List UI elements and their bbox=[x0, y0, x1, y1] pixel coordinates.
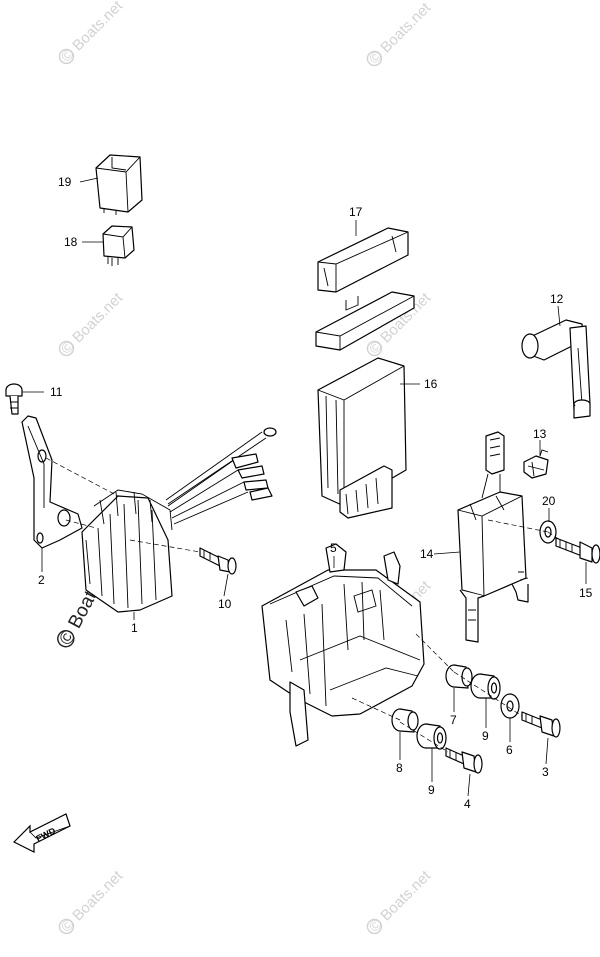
callout-18: 18 bbox=[64, 235, 78, 249]
part-15-bolt bbox=[555, 537, 600, 564]
part-2-bracket bbox=[21, 415, 83, 549]
leader-lines bbox=[22, 177, 587, 797]
alignment-lines bbox=[45, 457, 561, 753]
fwd-arrow: FWD bbox=[12, 813, 71, 853]
callout-1: 1 bbox=[131, 621, 138, 635]
callout-16: 16 bbox=[424, 377, 438, 391]
callout-2: 2 bbox=[38, 573, 45, 587]
part-5-tray bbox=[261, 543, 425, 747]
part-11-bolt bbox=[5, 383, 23, 415]
callout-10: 10 bbox=[218, 597, 232, 611]
part-8-grommet bbox=[391, 708, 419, 733]
callout-9-upper: 9 bbox=[482, 729, 489, 743]
part-7-grommet bbox=[445, 664, 473, 689]
part-12-plug-cap bbox=[521, 319, 591, 419]
part-16-ecm bbox=[317, 357, 407, 519]
watermark-bottom-right: © Boats.net bbox=[366, 867, 435, 936]
watermark-top-right: © Boats.net bbox=[366, 0, 435, 68]
part-6-washer bbox=[500, 693, 520, 719]
part-13-clamp bbox=[523, 449, 549, 479]
part-1-rectifier bbox=[81, 427, 277, 613]
watermark-mid-left: © Boats.net bbox=[58, 289, 127, 358]
callout-9-lower: 9 bbox=[428, 783, 435, 797]
callout-7: 7 bbox=[450, 713, 457, 727]
callout-17: 17 bbox=[349, 205, 363, 219]
part-9-collar-lower bbox=[416, 723, 447, 750]
callout-20: 20 bbox=[542, 494, 556, 508]
callout-4: 4 bbox=[464, 797, 471, 811]
callout-19: 19 bbox=[58, 175, 72, 189]
callout-5: 5 bbox=[330, 541, 337, 555]
part-4-bolt bbox=[445, 747, 483, 774]
watermark-top-left: © Boats.net bbox=[58, 0, 127, 66]
callout-labels: 19 18 17 12 16 11 13 20 14 15 5 10 1 2 7… bbox=[38, 175, 593, 811]
callout-6: 6 bbox=[506, 743, 513, 757]
watermark-text: Boats.net bbox=[377, 867, 434, 924]
watermark-bottom-left: © Boats.net bbox=[58, 867, 127, 936]
part-17-cover bbox=[315, 227, 415, 351]
watermark-text: Boats.net bbox=[69, 0, 126, 54]
callout-12: 12 bbox=[550, 292, 564, 306]
part-10-bolt bbox=[199, 547, 237, 575]
watermark-text: Boats.net bbox=[69, 867, 126, 924]
part-19-relay bbox=[95, 154, 143, 215]
watermark-text: Boats.net bbox=[69, 289, 126, 346]
watermark-symbol: © bbox=[56, 627, 81, 649]
part-14-ignition-coil bbox=[457, 431, 529, 643]
part-20-washer bbox=[539, 520, 557, 544]
part-18-relay-small bbox=[102, 225, 135, 266]
callout-15: 15 bbox=[579, 586, 593, 600]
callout-3: 3 bbox=[542, 765, 549, 779]
callout-13: 13 bbox=[533, 427, 547, 441]
part-3-bolt bbox=[521, 711, 561, 738]
watermark-text: Boats.net bbox=[377, 0, 434, 56]
callout-11: 11 bbox=[50, 385, 63, 399]
callout-8: 8 bbox=[396, 761, 403, 775]
part-9-collar-upper bbox=[470, 673, 501, 700]
callout-14: 14 bbox=[420, 547, 434, 561]
